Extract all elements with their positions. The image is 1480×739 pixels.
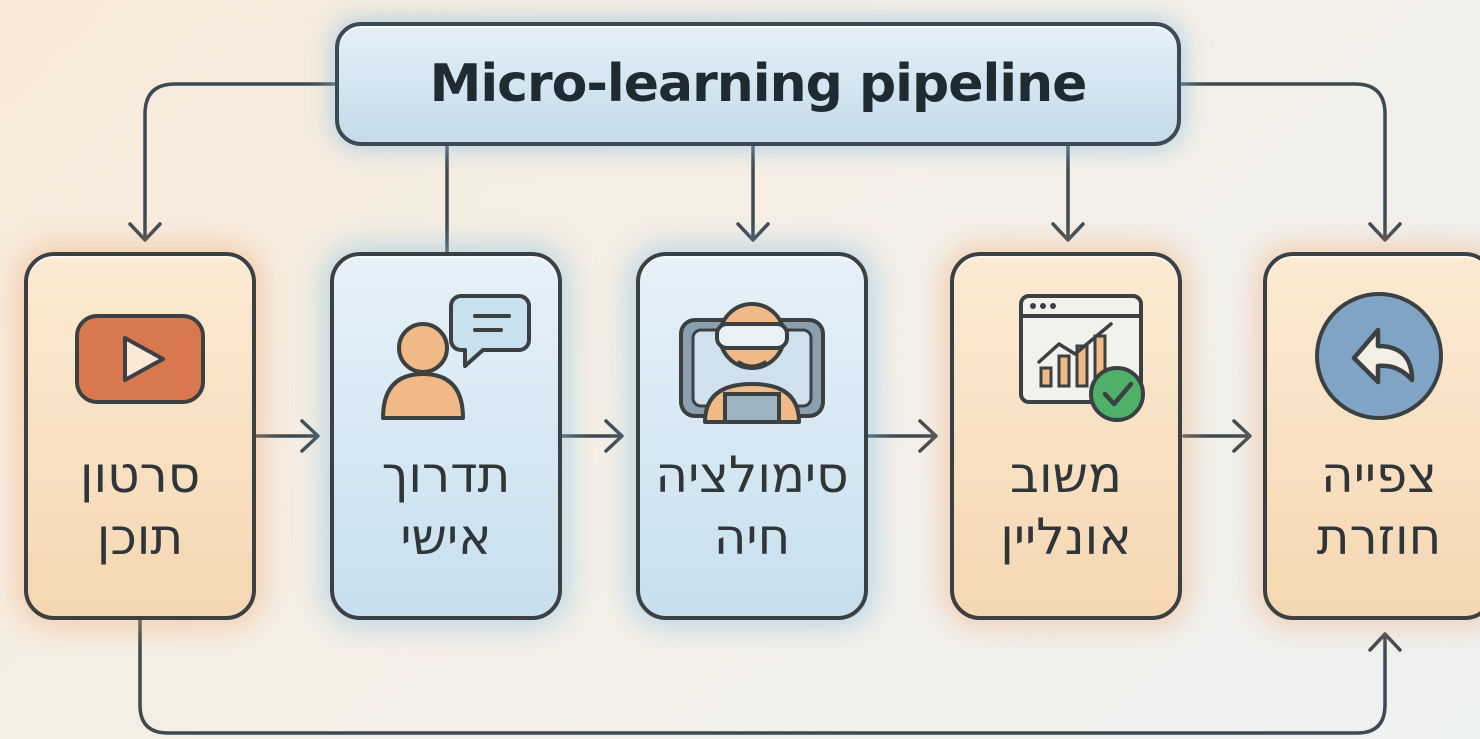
simulation-to-feedback-arrowhead: [918, 419, 938, 453]
title-to-simulation-arrowhead: [736, 222, 770, 242]
step-label: משוב אונליין: [1000, 444, 1131, 568]
step-label: סימולציה חיה: [655, 444, 848, 568]
title-to-replay-connector: [1179, 82, 1387, 240]
step-label-line2: תוכן: [96, 508, 184, 566]
title-to-feedback-arrowhead: [1051, 222, 1085, 242]
briefing-to-simulation-arrowhead: [604, 419, 624, 453]
replay-arrow-icon: [1315, 292, 1443, 420]
title-to-replay-arrowhead: [1368, 222, 1402, 242]
step-label: תדרוך אישי: [382, 444, 511, 568]
step-personal-briefing: תדרוך אישי: [330, 252, 562, 620]
pipeline-title-box: Micro-learning pipeline: [335, 22, 1181, 146]
step-label-line1: סימולציה: [655, 446, 849, 504]
step-label-line1: תדרוך: [381, 446, 511, 504]
step-label: צפייה חוזרת: [1317, 444, 1442, 568]
video-play-icon: [75, 314, 205, 404]
analytics-check-icon: [1019, 294, 1145, 422]
pipeline-title: Micro-learning pipeline: [429, 54, 1088, 114]
title-to-video-arrowhead: [128, 222, 162, 242]
step-label-line2: חיה: [713, 508, 791, 566]
video-to-replay-loop-arrowhead: [1368, 632, 1402, 652]
step-replay-viewing: צפייה חוזרת: [1263, 252, 1480, 620]
vr-headset-icon: [679, 302, 825, 424]
title-to-video-connector: [143, 82, 337, 240]
step-label-line2: אונליין: [1000, 508, 1132, 566]
feedback-to-replay-arrowhead: [1232, 419, 1252, 453]
step-online-feedback: משוב אונליין: [950, 252, 1182, 620]
video-to-briefing-arrowhead: [300, 419, 320, 453]
step-label-line1: צפייה: [1321, 446, 1437, 504]
video-to-replay-loop: [138, 618, 1387, 735]
step-label-line2: חוזרת: [1316, 508, 1442, 566]
step-live-simulation: סימולציה חיה: [636, 252, 868, 620]
step-label-line2: אישי: [400, 508, 492, 566]
step-video-content: סרטון תוכן: [24, 252, 256, 620]
step-label: סרטון תוכן: [80, 444, 200, 568]
step-label-line1: סרטון: [79, 446, 201, 504]
step-label-line1: משוב: [1010, 446, 1122, 504]
person-chat-icon: [381, 294, 531, 420]
